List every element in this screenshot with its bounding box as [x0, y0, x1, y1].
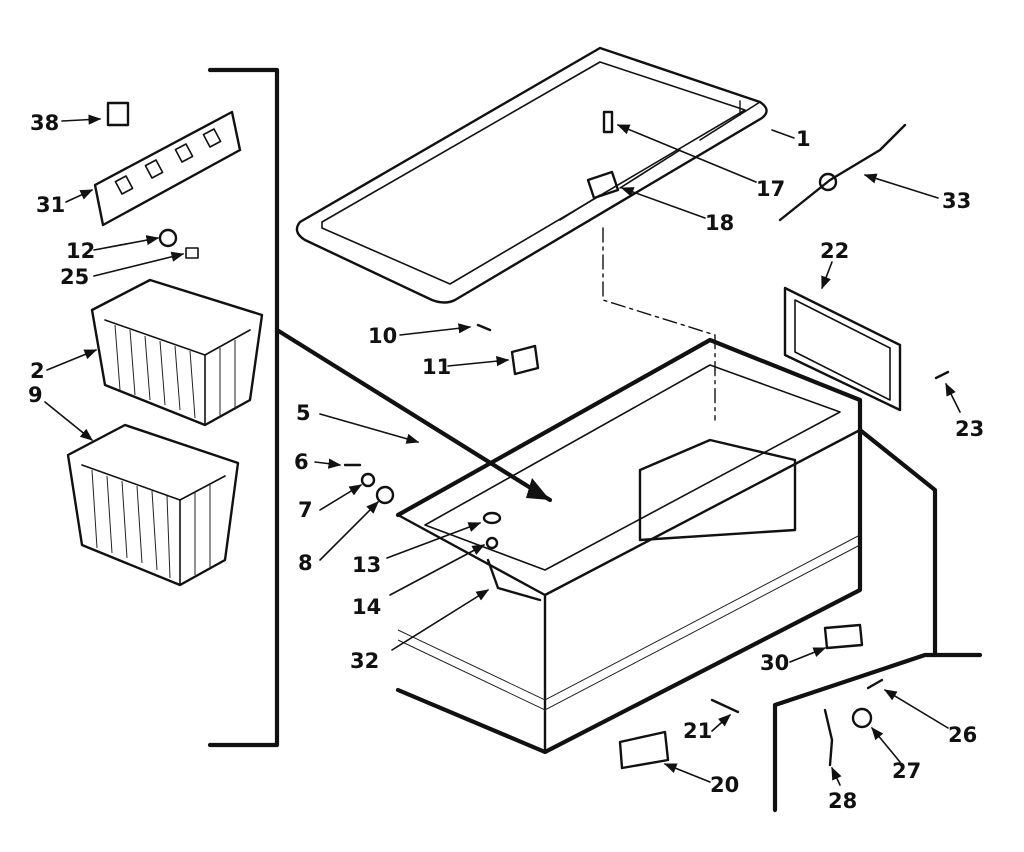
lower-basket [66, 423, 240, 587]
callout-31: 31 [36, 193, 65, 217]
callout-20: 20 [710, 773, 739, 797]
callout-28: 28 [828, 789, 857, 813]
upper-basket [90, 278, 264, 427]
part-18-hinge [586, 170, 620, 200]
part-38-clip [106, 101, 130, 127]
alignment-lines [602, 99, 741, 421]
part-30-latch [823, 623, 864, 650]
left-group-bracket [207, 67, 280, 748]
lid-outline [295, 46, 768, 304]
part-8-knob [375, 485, 395, 505]
part-11-bracket [510, 344, 540, 376]
leader-lines [44, 114, 961, 786]
callout-9: 9 [28, 383, 43, 407]
part-7-washer [360, 472, 376, 488]
part-33-cord [778, 123, 907, 222]
callout-5: 5 [296, 401, 311, 425]
part-22-plate [783, 286, 902, 412]
part-10-screw [476, 323, 492, 332]
part-14-nut [485, 536, 499, 550]
part-12-screw [158, 228, 178, 248]
callout-30: 30 [760, 651, 789, 675]
callout-22: 22 [820, 239, 849, 263]
callout-18: 18 [705, 211, 734, 235]
callout-1: 1 [796, 127, 811, 151]
right-group-bracket [772, 652, 983, 813]
callout-14: 14 [352, 595, 381, 619]
part-20-handle [618, 730, 670, 770]
part-21-plug [710, 698, 740, 714]
callout-33: 33 [942, 189, 971, 213]
part-23-screw [934, 370, 950, 380]
callout-8: 8 [298, 551, 313, 575]
callout-38: 38 [30, 111, 59, 135]
part-32-drain-tube [486, 558, 542, 602]
callout-2: 2 [30, 359, 45, 383]
callout-7: 7 [298, 498, 313, 522]
callout-17: 17 [756, 177, 785, 201]
small-parts [106, 101, 950, 770]
part-17-screw [602, 110, 614, 134]
basket-hanger-rail [93, 110, 242, 227]
part-28-switch [823, 708, 834, 767]
callout-6: 6 [294, 450, 309, 474]
callout-10: 10 [368, 324, 397, 348]
callout-27: 27 [892, 759, 921, 783]
callout-21: 21 [683, 719, 712, 743]
bracket-pointer-arrow [274, 327, 553, 503]
callout-25: 25 [60, 265, 89, 289]
part-27-knob [851, 707, 873, 729]
callout-26: 26 [948, 723, 977, 747]
callout-32: 32 [350, 649, 379, 673]
callout-13: 13 [352, 553, 381, 577]
callout-11: 11 [422, 355, 451, 379]
part-13-cap [482, 511, 502, 525]
cabinet-body [395, 337, 938, 755]
callout-23: 23 [955, 417, 984, 441]
callout-labels: 38 31 12 25 2 9 5 6 7 8 10 11 13 14 32 1… [28, 111, 984, 813]
part-25-spacer [185, 247, 199, 259]
part-26-screw [866, 678, 884, 690]
callout-12: 12 [66, 239, 95, 263]
